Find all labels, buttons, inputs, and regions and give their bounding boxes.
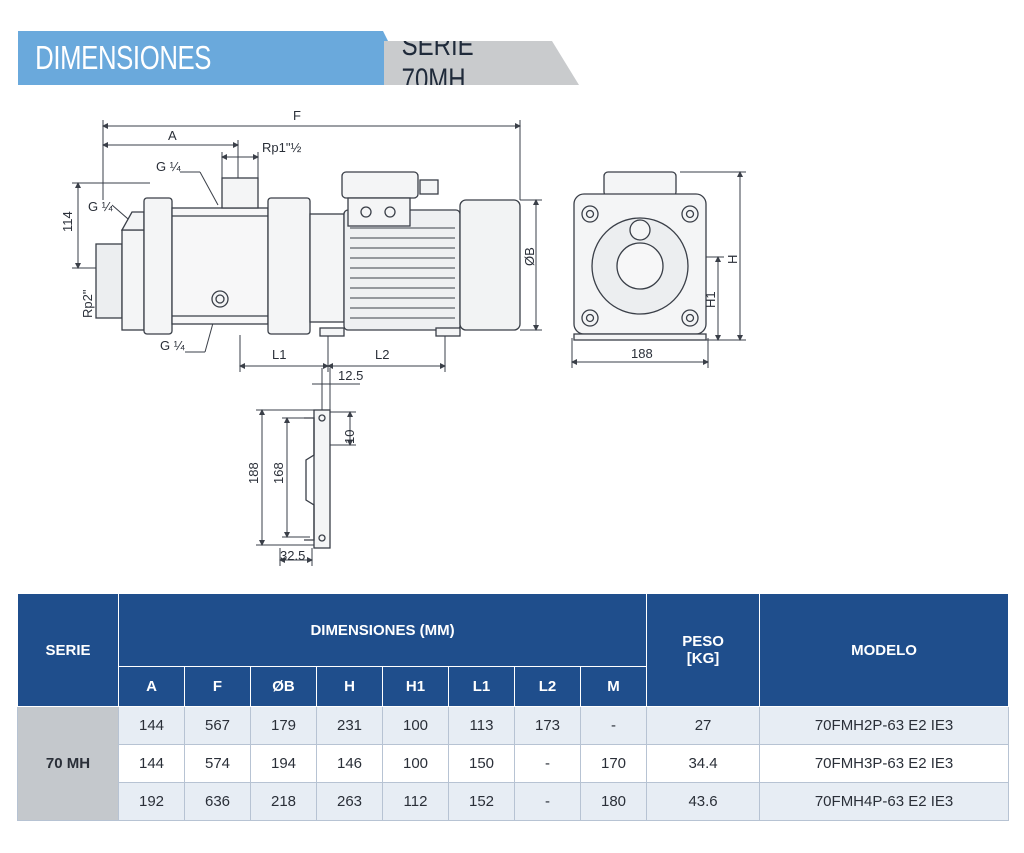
cell-h1: 112	[382, 782, 449, 821]
label-ob: ØB	[522, 247, 537, 266]
cell-h: 146	[316, 744, 383, 783]
cell-h1: 100	[382, 744, 449, 783]
label-g-left: G ¼	[88, 199, 113, 214]
serie-cell: 70 MH	[17, 706, 119, 821]
cell-l2: -	[514, 744, 581, 783]
cell-a: 144	[118, 706, 185, 745]
cell-l2: -	[514, 782, 581, 821]
header-peso-line2: [KG]	[686, 650, 720, 667]
pump-side-view	[573, 171, 707, 341]
label-g-bottom: G ¼	[160, 338, 185, 353]
cell-a: 192	[118, 782, 185, 821]
header-dim-f: F	[184, 666, 251, 707]
header-dimensiones: DIMENSIONES (MM)	[117, 593, 648, 667]
label-rp-top: Rp1"½	[262, 140, 301, 155]
header-dim-l1: L1	[448, 666, 515, 707]
cell-modelo: 70FMH2P-63 E2 IE3	[759, 706, 1010, 745]
label-l2: L2	[375, 347, 389, 362]
label-10: 10	[342, 430, 357, 444]
title-banner: DIMENSIONES	[18, 31, 410, 85]
cell-m: 170	[579, 744, 648, 783]
technical-drawing: F A Rp1"½ G ¼ G ¼ G ¼ 114 Rp2" ØB L1 L2 …	[60, 108, 746, 566]
label-h1: H1	[703, 291, 718, 308]
label-g-top: G ¼	[156, 159, 181, 174]
cell-peso: 27	[646, 706, 761, 745]
dimension-lines	[72, 120, 746, 566]
header-dim-m: M	[579, 666, 648, 707]
cell-b: 194	[250, 744, 317, 783]
header-dim-a: A	[118, 666, 185, 707]
header-dim-h1: H1	[382, 666, 449, 707]
label-f: F	[293, 108, 301, 123]
header-peso-line1: PESO	[682, 633, 724, 650]
series-tag: SERIE 70MH	[401, 29, 474, 96]
label-l1: L1	[272, 347, 286, 362]
cell-h: 231	[316, 706, 383, 745]
page-title: DIMENSIONES	[35, 39, 212, 76]
cell-m: 180	[579, 782, 648, 821]
cell-modelo: 70FMH4P-63 E2 IE3	[759, 782, 1010, 821]
foot-bracket	[304, 409, 331, 549]
label-188-bracket: 188	[246, 462, 261, 484]
header-dim-b: ØB	[250, 666, 317, 707]
label-rp2: Rp2"	[80, 289, 95, 318]
cell-l1: 150	[448, 744, 515, 783]
cell-l1: 113	[448, 706, 515, 745]
label-a: A	[168, 128, 177, 143]
pump-drawing-svg: F A Rp1"½ G ¼ G ¼ G ¼ 114 Rp2" ØB L1 L2 …	[60, 108, 746, 566]
cell-h1: 100	[382, 706, 449, 745]
cell-l1: 152	[448, 782, 515, 821]
label-114: 114	[60, 211, 75, 232]
label-12-5: 12.5	[338, 368, 363, 383]
cell-f: 636	[184, 782, 251, 821]
cell-peso: 34.4	[646, 744, 761, 783]
label-h: H	[725, 255, 740, 264]
header-modelo: MODELO	[759, 593, 1010, 707]
cell-a: 144	[118, 744, 185, 783]
cell-f: 574	[184, 744, 251, 783]
dimensions-table: SERIE DIMENSIONES (MM) PESO [KG] MODELO …	[17, 593, 1010, 821]
label-188-side: 188	[631, 346, 653, 361]
header-serie: SERIE	[17, 593, 119, 707]
pump-front-view	[95, 171, 521, 337]
drawing-labels: F A Rp1"½ G ¼ G ¼ G ¼ 114 Rp2" ØB L1 L2 …	[60, 108, 740, 563]
label-168: 168	[271, 462, 286, 484]
header-dim-h: H	[316, 666, 383, 707]
table-row: 144 574 194 146 100 150 - 170 34.4 70FMH…	[18, 744, 1010, 783]
header-peso: PESO [KG]	[646, 593, 761, 707]
cell-peso: 43.6	[646, 782, 761, 821]
cell-modelo: 70FMH3P-63 E2 IE3	[759, 744, 1010, 783]
cell-m: -	[579, 706, 648, 745]
cell-h: 263	[316, 782, 383, 821]
header-dim-l2: L2	[514, 666, 581, 707]
cell-f: 567	[184, 706, 251, 745]
table-row: 192 636 218 263 112 152 - 180 43.6 70FMH…	[18, 782, 1010, 821]
label-32-5: 32.5	[280, 548, 305, 563]
series-banner: SERIE 70MH	[384, 41, 579, 85]
cell-b: 179	[250, 706, 317, 745]
table-row: 70 MH 144 567 179 231 100 113 173 - 27 7…	[17, 706, 1010, 821]
cell-b: 218	[250, 782, 317, 821]
cell-l2: 173	[514, 706, 581, 745]
